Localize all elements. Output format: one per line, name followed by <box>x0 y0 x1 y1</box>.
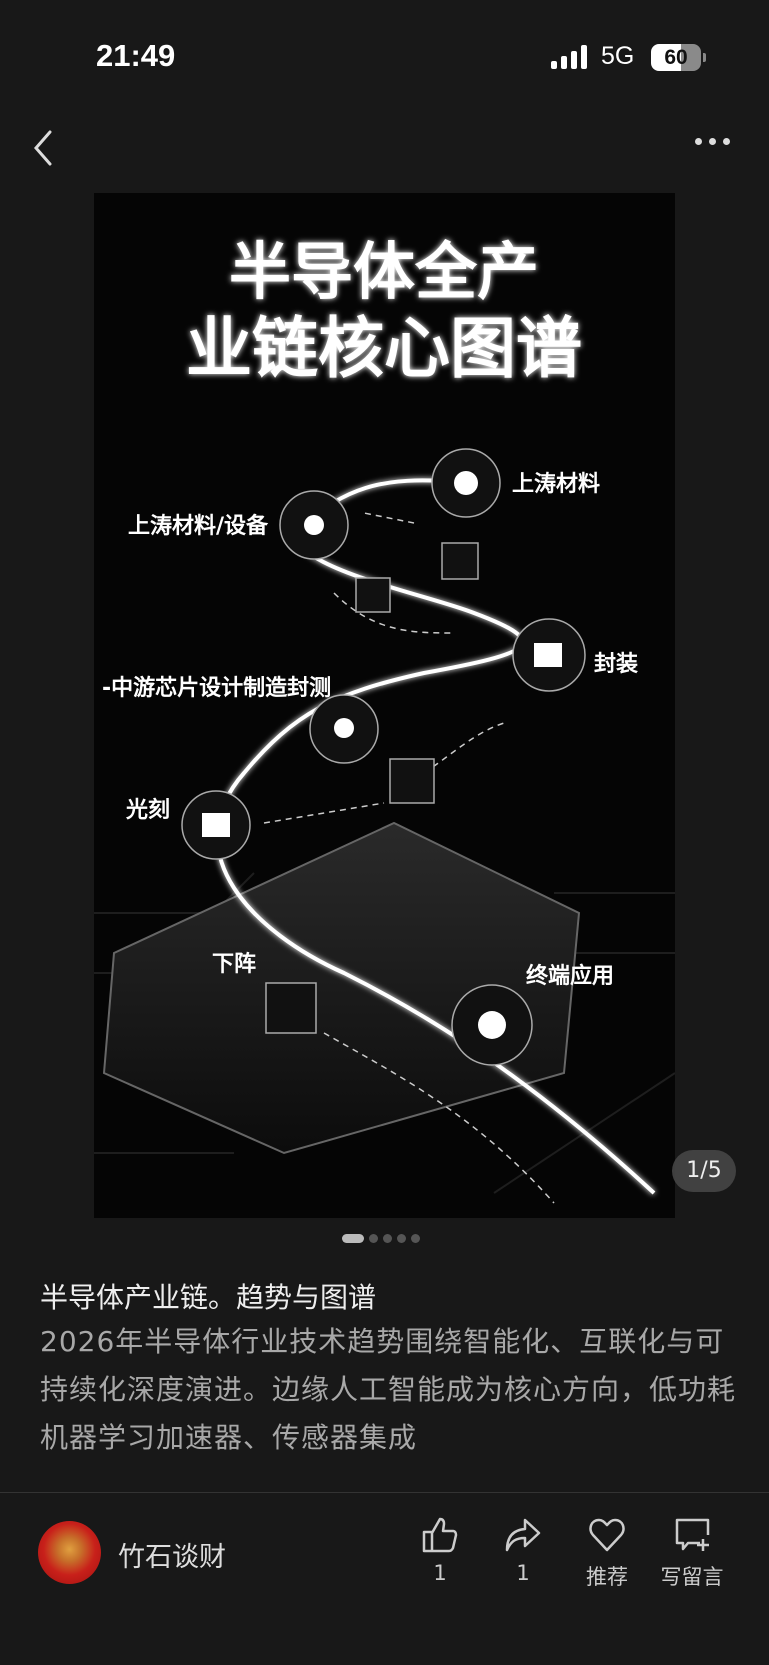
divider <box>0 1492 769 1493</box>
article-body[interactable]: 2026年半导体行业技术趋势围绕智能化、互联化与可持续化深度演进。边缘人工智能成… <box>40 1325 737 1454</box>
like-count: 1 <box>433 1561 447 1585</box>
back-button[interactable] <box>30 128 60 168</box>
author-name[interactable]: 竹石谈财 <box>118 1542 226 1573</box>
article-image[interactable]: 半导体全产 业链核心图谱 上涛材料 上涛材料/设备 封装 -中游芯片设计制造封测… <box>94 193 675 1218</box>
recommend-label: 推荐 <box>586 1565 628 1589</box>
share-arrow-icon <box>505 1518 541 1552</box>
poster-label: 上涛材料 <box>512 472 600 497</box>
signal-icon <box>551 45 587 69</box>
author-avatar[interactable] <box>38 1521 101 1584</box>
share-button[interactable]: 1 <box>483 1515 563 1585</box>
image-counter: 1/5 <box>672 1150 736 1192</box>
poster-label: 下阵 <box>212 951 256 977</box>
more-options-button[interactable] <box>695 138 730 145</box>
heart-icon <box>589 1518 625 1552</box>
network-type: 5G <box>601 42 635 70</box>
poster-graphic: 半导体全产 业链核心图谱 上涛材料 上涛材料/设备 封装 -中游芯片设计制造封测… <box>94 235 675 1204</box>
thumbs-up-icon <box>422 1517 458 1553</box>
write-comment-button[interactable]: 写留言 <box>652 1515 732 1591</box>
poster-label: 上涛材料/设备 <box>128 513 269 539</box>
comment-label: 写留言 <box>660 1565 724 1589</box>
battery-icon: 60 <box>651 44 706 71</box>
poster-label: -中游芯片设计制造封测 <box>102 675 331 701</box>
status-time: 21:49 <box>96 38 176 73</box>
like-button[interactable]: 1 <box>400 1515 480 1585</box>
comment-add-icon <box>675 1518 710 1551</box>
recommend-button[interactable]: 推荐 <box>567 1515 647 1591</box>
poster-title-line2: 业链核心图谱 <box>186 310 582 387</box>
poster-label: 终端应用 <box>526 963 614 989</box>
poster-label: 封装 <box>594 652 638 677</box>
poster-title-line1: 半导体全产 <box>229 235 539 308</box>
gallery-pagination[interactable] <box>342 1234 420 1243</box>
poster-label: 光刻 <box>125 797 170 823</box>
article-title: 半导体产业链。趋势与图谱 <box>40 1281 377 1314</box>
chevron-left-icon <box>34 130 52 166</box>
share-count: 1 <box>516 1561 530 1585</box>
